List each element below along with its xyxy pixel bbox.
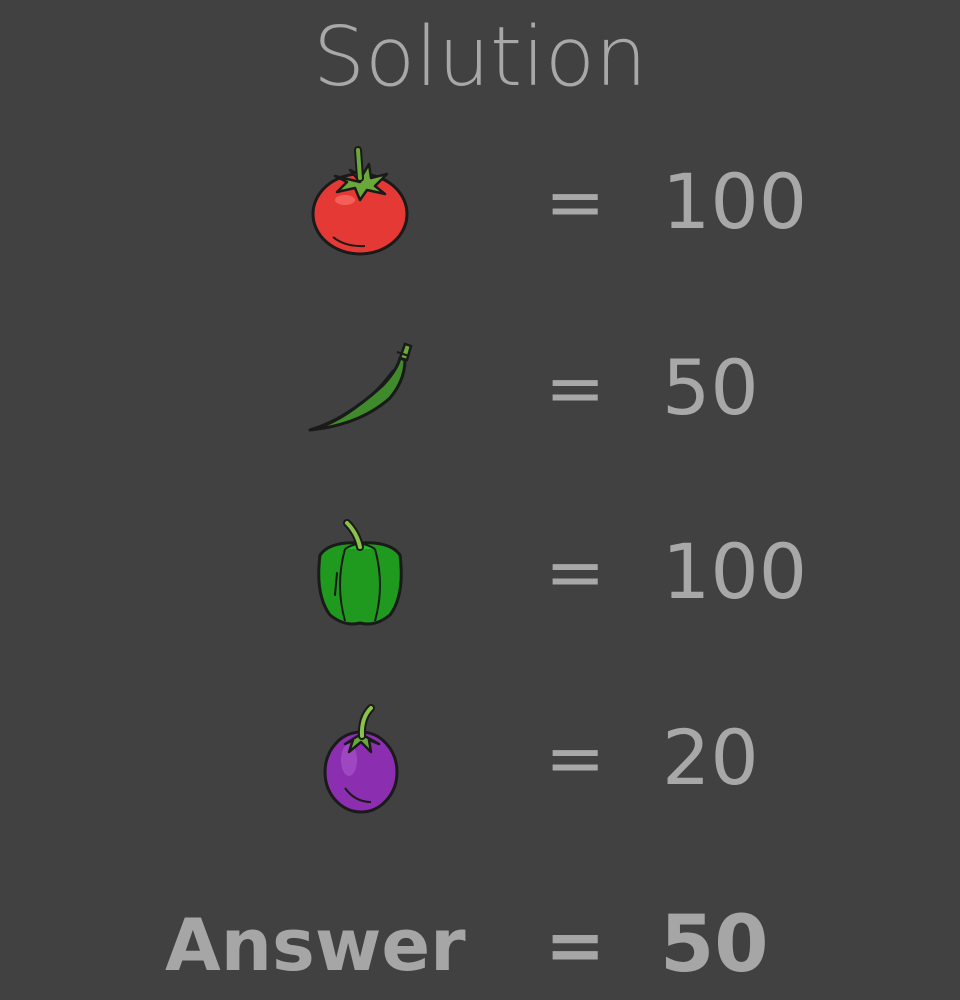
page-title: Solution (312, 10, 648, 105)
answer-label: Answer (165, 903, 466, 987)
value-tomato: 100 (662, 157, 808, 246)
equals-sign: = (545, 716, 606, 800)
equals-sign: = (545, 160, 606, 244)
green-bell-pepper-icon (305, 515, 415, 635)
value-pepper: 100 (662, 527, 808, 616)
equals-sign: = (545, 530, 606, 614)
value-eggplant: 20 (662, 713, 759, 802)
okra-icon (305, 330, 415, 450)
eggplant-icon (305, 700, 415, 820)
equals-sign: = (545, 346, 606, 430)
value-okra: 50 (662, 343, 759, 432)
answer-equals-sign: = (545, 903, 606, 987)
tomato-icon (305, 142, 415, 262)
answer-value: 50 (660, 900, 769, 990)
